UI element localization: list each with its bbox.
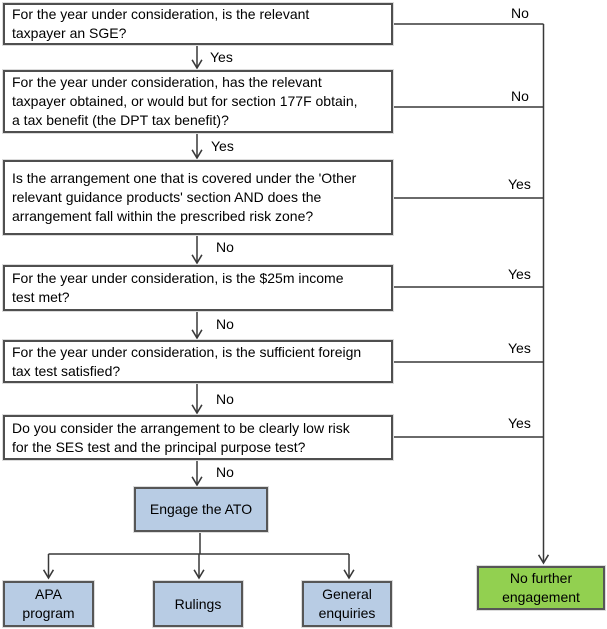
- question-box-sge: For the year under consideration, is the…: [3, 3, 393, 45]
- q2-side-label: No: [511, 88, 529, 104]
- q5-side-label: Yes: [508, 340, 531, 356]
- q3-down-label: No: [216, 239, 234, 255]
- q3-side-label: Yes: [508, 176, 531, 192]
- question-box-foreign-tax-test: For the year under consideration, is the…: [3, 340, 393, 383]
- outcome-box-general-enquiries: General enquiries: [302, 581, 392, 627]
- q6-down-label: No: [216, 464, 234, 480]
- engage-ato-box: Engage the ATO: [134, 487, 268, 532]
- q1-side-label: No: [511, 5, 529, 21]
- q1-down-label: Yes: [210, 49, 233, 65]
- question-box-low-risk: Do you consider the arrangement to be cl…: [3, 415, 393, 460]
- question-box-dpt-tax-benefit: For the year under consideration, has th…: [3, 70, 393, 133]
- q4-side-label: Yes: [508, 266, 531, 282]
- q6-side-label: Yes: [508, 415, 531, 431]
- question-box-income-test: For the year under consideration, is the…: [3, 265, 393, 311]
- question-box-guidance-products: Is the arrangement one that is covered u…: [3, 160, 393, 235]
- outcome-box-rulings: Rulings: [153, 581, 243, 627]
- no-further-engagement-box: No further engagement: [477, 566, 605, 610]
- q2-down-label: Yes: [211, 138, 234, 154]
- q4-down-label: No: [216, 316, 234, 332]
- q5-down-label: No: [216, 391, 234, 407]
- outcome-box-apa-program: APA program: [3, 581, 94, 627]
